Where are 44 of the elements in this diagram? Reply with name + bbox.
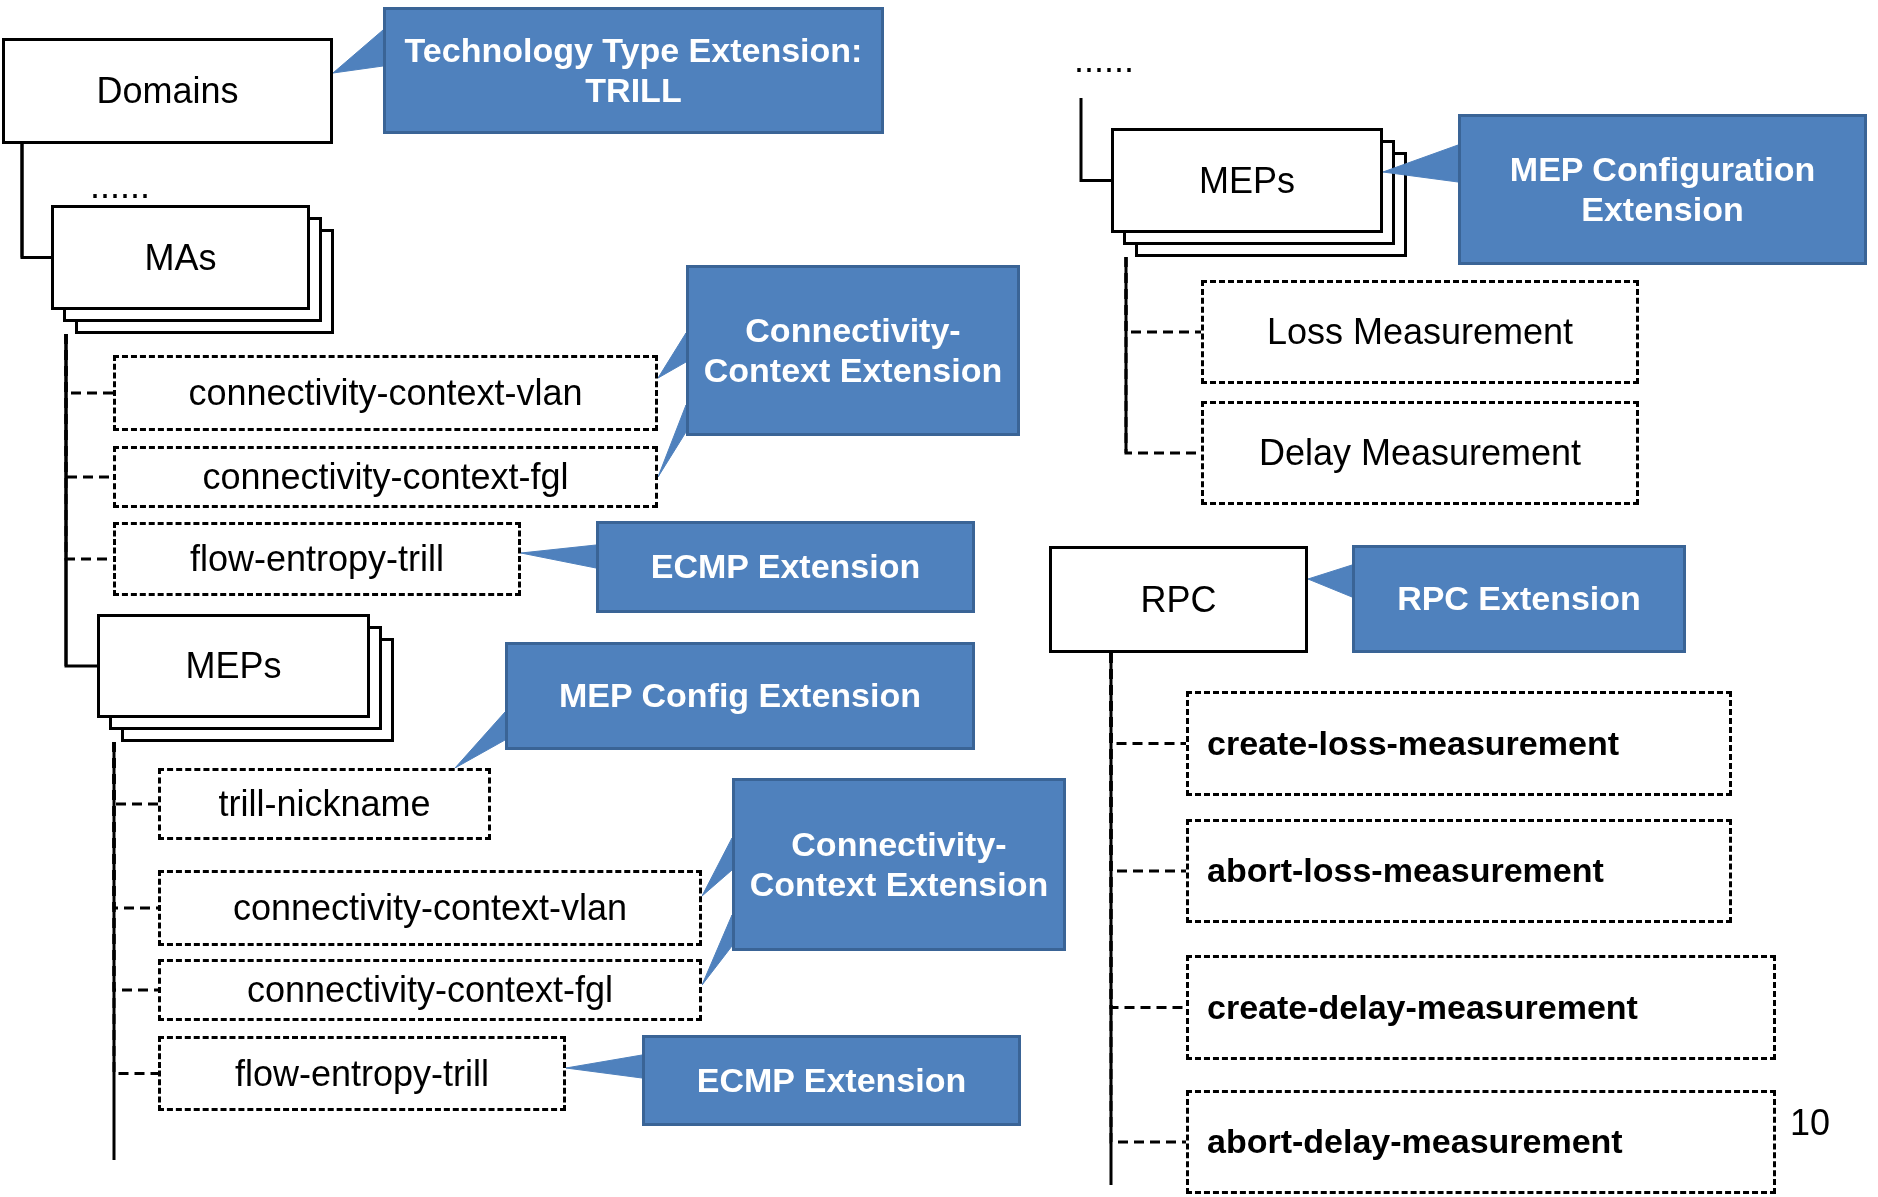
- dashed-leaf-box: flow-entropy-trill: [158, 1036, 566, 1111]
- tree-node-box: MEPs: [1111, 128, 1383, 233]
- tree-connector: [112, 742, 158, 1075]
- callout-pointer: [332, 29, 384, 74]
- tree-node-box: MEPs: [97, 614, 370, 718]
- callout-pointer: [657, 404, 687, 478]
- callout-pointer: [520, 544, 597, 569]
- callout-box: MEP Configuration Extension: [1458, 114, 1867, 265]
- tree-node-box: RPC: [1049, 546, 1308, 653]
- dashed-rpc-box: abort-loss-measurement: [1186, 819, 1732, 923]
- dashed-leaf-box: connectivity-context-fgl: [158, 959, 702, 1021]
- dashed-rpc-box: create-loss-measurement: [1186, 691, 1732, 796]
- callout-pointer: [1307, 564, 1353, 598]
- dashed-leaf-box: trill-nickname: [158, 768, 491, 840]
- tree-node-box: Domains: [2, 38, 333, 144]
- dashed-leaf-box: Loss Measurement: [1201, 280, 1639, 384]
- dashed-leaf-box: connectivity-context-vlan: [113, 355, 658, 431]
- dashed-leaf-box: connectivity-context-vlan: [158, 870, 702, 946]
- dashed-rpc-box: abort-delay-measurement: [1186, 1090, 1776, 1194]
- callout-pointer: [565, 1054, 643, 1079]
- callout-pointer: [454, 711, 506, 769]
- callout-pointer: [1382, 144, 1459, 183]
- tree-connector: [1109, 653, 1186, 1144]
- callout-pointer: [701, 914, 733, 986]
- callout-box: MEP Config Extension: [505, 642, 975, 750]
- tree-connector: [64, 334, 97, 668]
- callout-box: RPC Extension: [1352, 545, 1686, 653]
- tree-connector: [20, 144, 51, 259]
- page-number: 10: [1790, 1105, 1831, 1141]
- tree-node-box: MAs: [51, 205, 310, 310]
- dashed-leaf-box: Delay Measurement: [1201, 401, 1639, 505]
- callout-box: Technology Type Extension: TRILL: [383, 7, 884, 134]
- callout-box: ECMP Extension: [596, 521, 975, 613]
- dashed-leaf-box: connectivity-context-fgl: [113, 446, 658, 508]
- tree-connector: [1079, 98, 1111, 182]
- dashed-rpc-box: create-delay-measurement: [1186, 955, 1776, 1060]
- callout-box: Connectivity-Context Extension: [686, 265, 1020, 436]
- callout-box: ECMP Extension: [642, 1035, 1021, 1126]
- callout-pointer: [701, 837, 733, 897]
- dashed-leaf-box: flow-entropy-trill: [113, 522, 521, 596]
- callout-pointer: [657, 332, 687, 379]
- ellipsis-text: ......: [1074, 42, 1134, 78]
- callout-box: Connectivity-Context Extension: [732, 778, 1066, 951]
- ellipsis-text: ......: [90, 168, 150, 204]
